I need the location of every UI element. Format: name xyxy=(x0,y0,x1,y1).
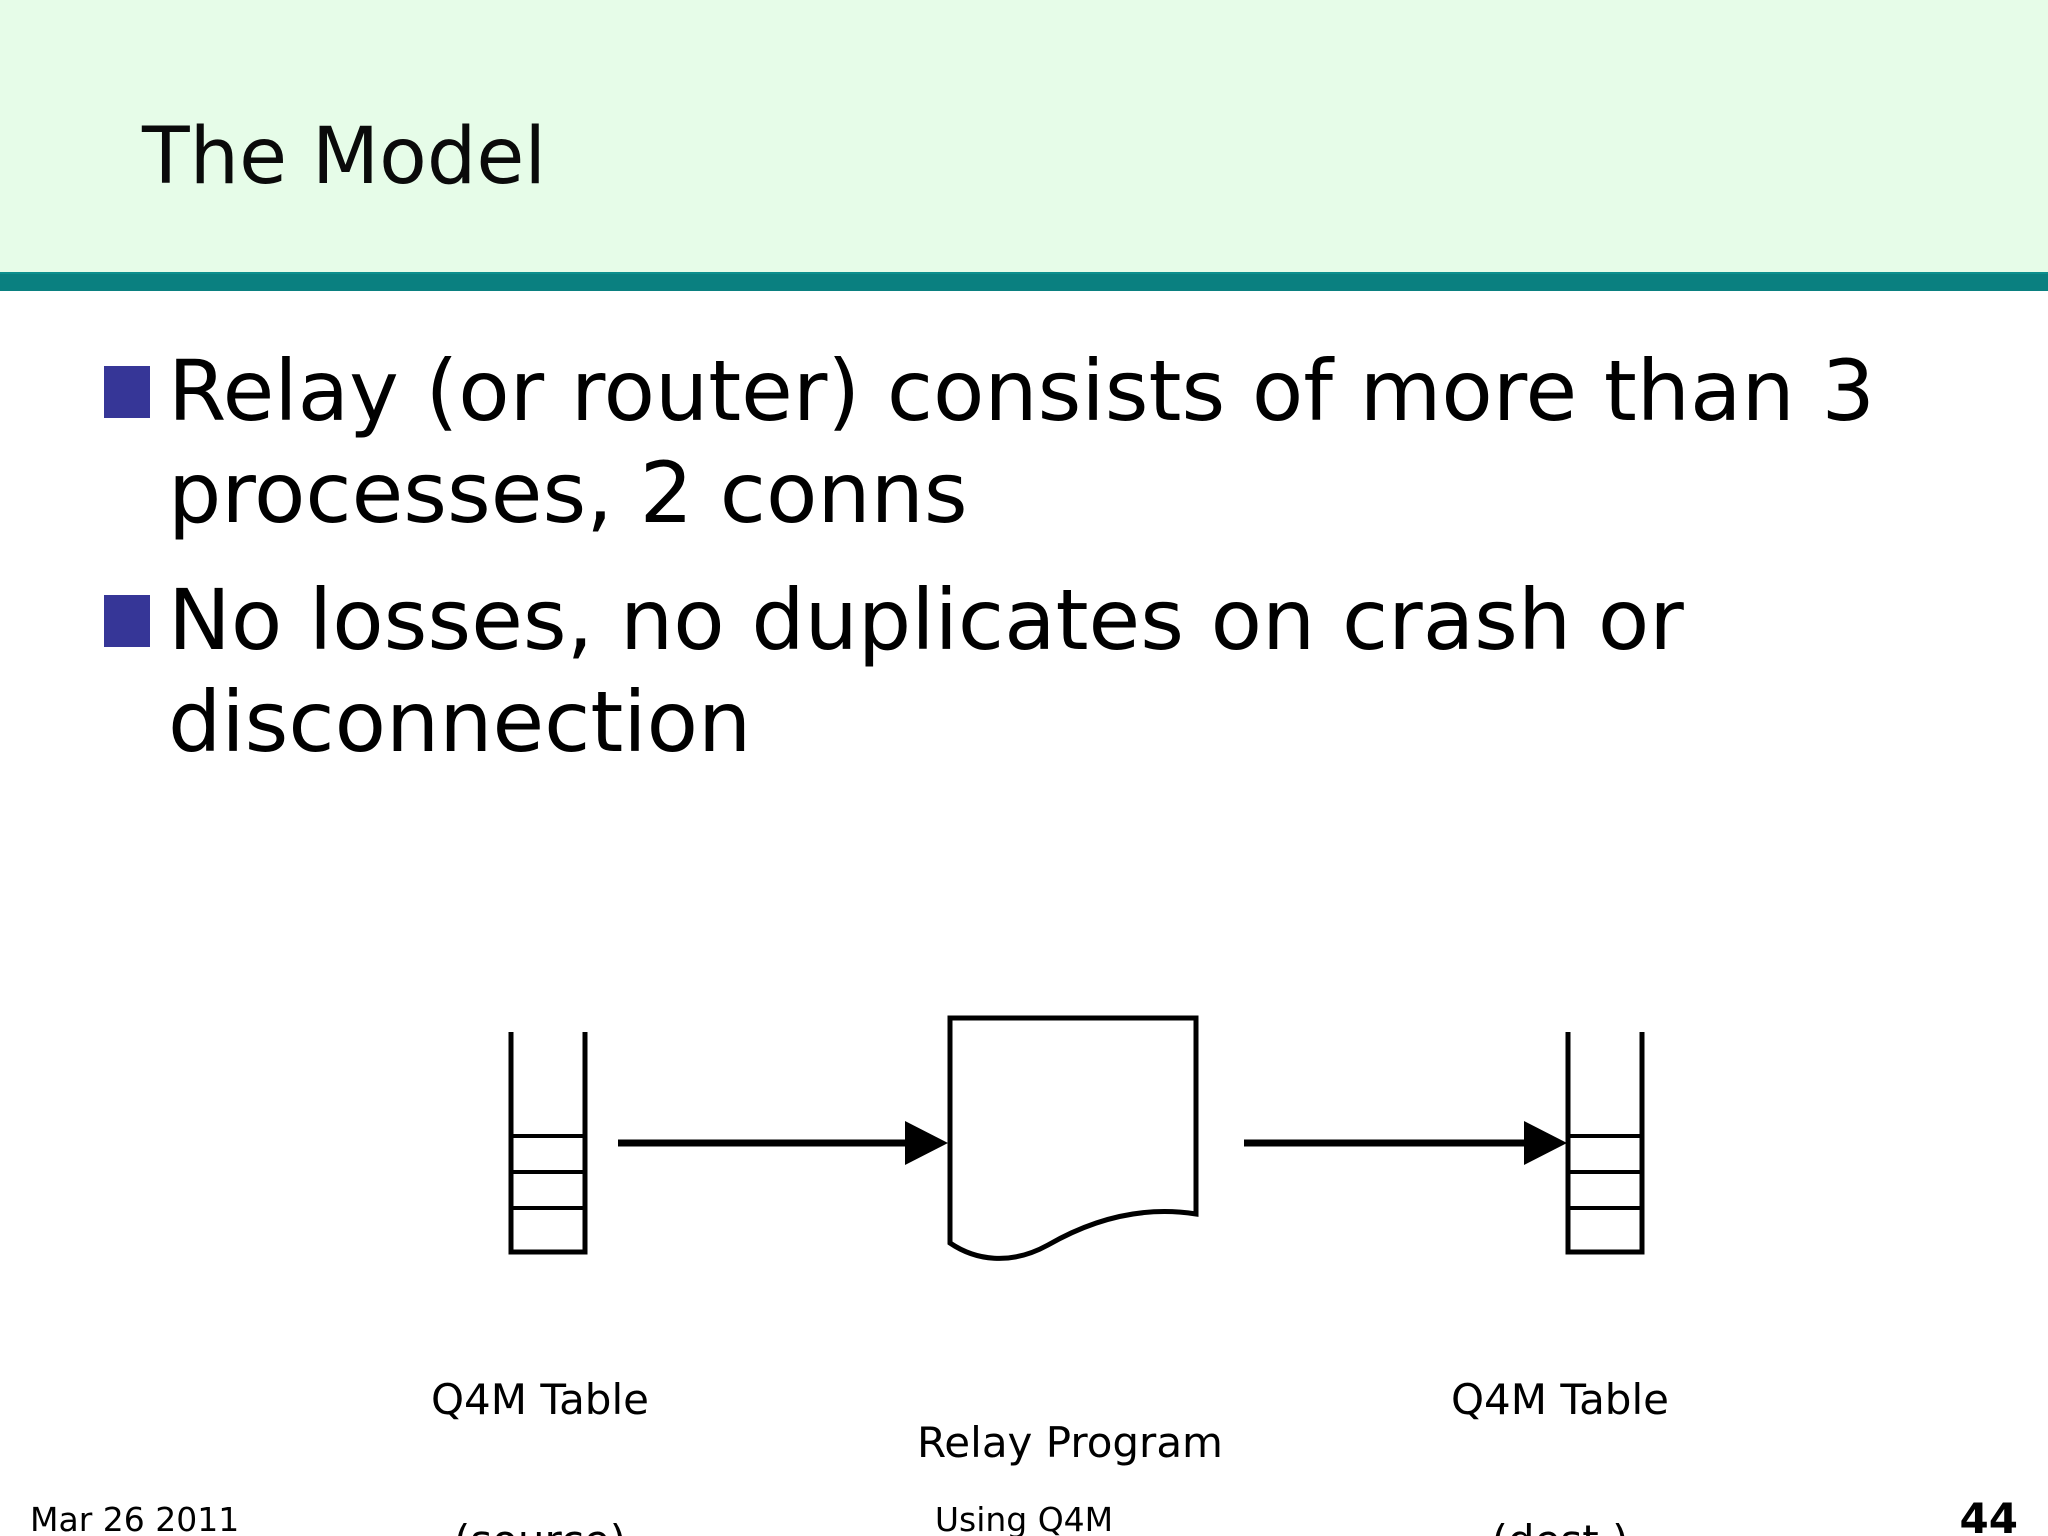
square-bullet-icon xyxy=(104,366,150,418)
footer-date: Mar 26 2011 xyxy=(30,1500,240,1536)
label-source-line2: (source) xyxy=(380,1517,700,1536)
edge-source-to-relay xyxy=(618,1121,948,1165)
page-title: The Model xyxy=(142,112,547,202)
slide-footer: Mar 26 2011 Using Q4M 44 xyxy=(0,1494,2048,1536)
label-source-table: Q4M Table (source) xyxy=(380,1282,700,1536)
label-relay-program: Relay Program xyxy=(860,1325,1280,1536)
label-dest-table: Q4M Table (dest.) xyxy=(1400,1282,1720,1536)
node-relay-program xyxy=(947,1015,1199,1261)
bullet-list: Relay (or router) consists of more than … xyxy=(0,340,2048,798)
label-relay-line1: Relay Program xyxy=(917,1418,1223,1468)
label-dest-line2: (dest.) xyxy=(1400,1517,1720,1536)
edge-relay-to-dest xyxy=(1244,1121,1567,1165)
bullet-text: No losses, no duplicates on crash or dis… xyxy=(168,570,1684,772)
bullet-text: Relay (or router) consists of more than … xyxy=(168,342,1875,543)
slide-header-band xyxy=(0,0,2048,272)
node-source-table xyxy=(508,1032,588,1255)
label-source-line1: Q4M Table xyxy=(431,1375,649,1425)
list-item: No losses, no duplicates on crash or dis… xyxy=(0,569,2048,774)
label-dest-line1: Q4M Table xyxy=(1451,1375,1669,1425)
header-divider xyxy=(0,272,2048,291)
node-dest-table xyxy=(1565,1032,1645,1255)
footer-page-number: 44 xyxy=(1959,1494,2018,1536)
list-item: Relay (or router) consists of more than … xyxy=(0,340,2048,545)
relay-flow-diagram: Q4M Table (source) Relay Program Q4M Tab… xyxy=(0,1000,2048,1536)
footer-title: Using Q4M xyxy=(934,1500,1114,1536)
diagram-canvas xyxy=(508,1015,1645,1261)
square-bullet-icon xyxy=(104,594,150,647)
